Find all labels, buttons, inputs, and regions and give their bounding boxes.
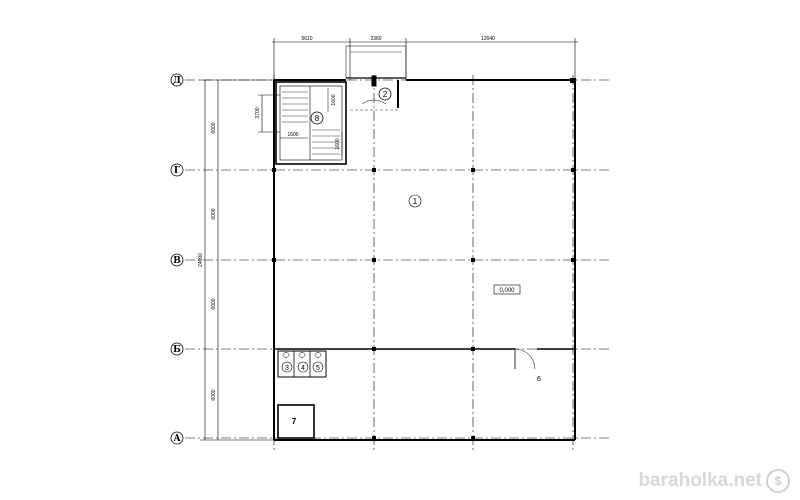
room-7-walls bbox=[277, 404, 315, 439]
room-2-bubble bbox=[378, 87, 392, 101]
dim-stair-w3: 1600 bbox=[335, 138, 341, 149]
dim-top-1: 5610 bbox=[301, 36, 312, 42]
watermark-text: baraholka.net bbox=[638, 470, 762, 491]
room-6-label: 6 bbox=[537, 376, 541, 383]
wc-block bbox=[277, 350, 327, 378]
axis-label-b: Б bbox=[173, 345, 181, 355]
room-3-label: 3 bbox=[285, 365, 289, 372]
room-7-label: 7 bbox=[292, 417, 297, 426]
partition-wall-b bbox=[274, 348, 575, 370]
axis-label-a: А bbox=[173, 434, 181, 444]
axis-lines-vertical bbox=[273, 75, 574, 450]
top-dimension-chain bbox=[272, 38, 578, 80]
room-1-label: 1 bbox=[413, 197, 418, 206]
room-3-bubble bbox=[281, 361, 293, 373]
entrance-vestibule bbox=[345, 45, 407, 111]
dim-top-3: 12040 bbox=[481, 36, 495, 42]
axis-label-g: Г bbox=[174, 166, 181, 176]
dim-left-2: 6000 bbox=[211, 208, 217, 219]
axis-lines-horizontal bbox=[185, 79, 612, 439]
stair-block bbox=[258, 81, 347, 165]
room-8-bubble bbox=[310, 111, 324, 125]
axis-label-d: Д bbox=[173, 76, 181, 86]
watermark: baraholka.net $ bbox=[638, 468, 790, 494]
room-8-label: 8 bbox=[315, 114, 320, 123]
room-1-bubble bbox=[408, 194, 422, 208]
dim-stair-height: 3700 bbox=[255, 107, 261, 118]
dim-left-3: 6000 bbox=[211, 298, 217, 309]
dim-top-2: 2360 bbox=[370, 36, 381, 42]
corner-marker bbox=[570, 78, 576, 83]
level-mark: 0,000 bbox=[499, 288, 515, 294]
room-5-label: 5 bbox=[316, 365, 320, 372]
room-5-bubble bbox=[312, 361, 324, 373]
dim-left-total: 24000 bbox=[198, 253, 204, 267]
columns bbox=[272, 168, 575, 440]
dim-left-4: 6000 bbox=[211, 389, 217, 400]
room-4-label: 4 bbox=[301, 365, 305, 372]
watermark-badge-icon: $ bbox=[766, 469, 790, 493]
dim-stair-w2: 1600 bbox=[331, 94, 337, 105]
dim-stair-w1: 1600 bbox=[287, 132, 298, 138]
dim-left-1: 6000 bbox=[211, 122, 217, 133]
room-2-label: 2 bbox=[383, 90, 388, 99]
level-mark-box bbox=[493, 284, 521, 295]
room-4-bubble bbox=[297, 361, 309, 373]
axis-bubbles bbox=[170, 73, 184, 445]
axis-label-v: В bbox=[173, 256, 181, 266]
